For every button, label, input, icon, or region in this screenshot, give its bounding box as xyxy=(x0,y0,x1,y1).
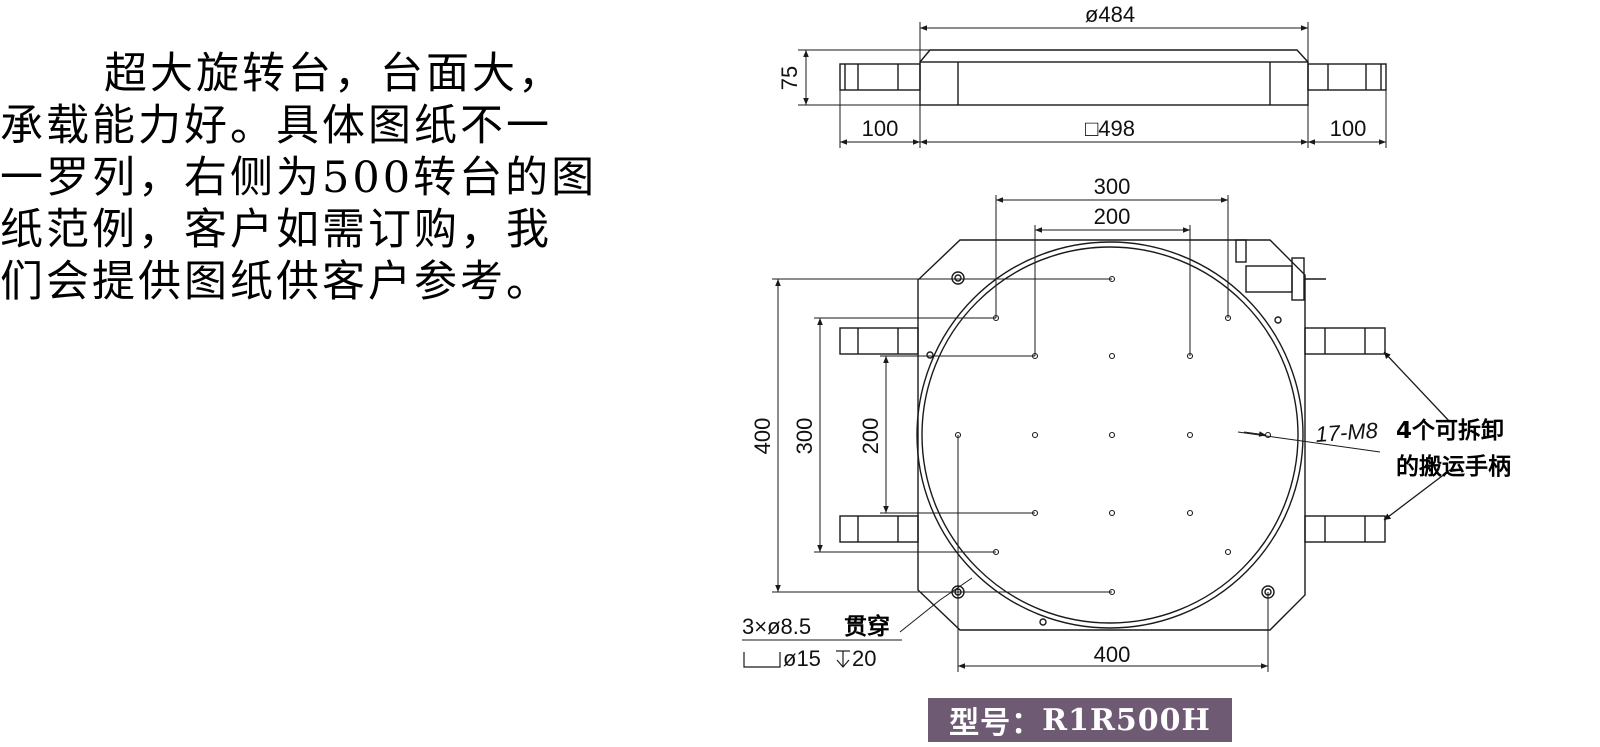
side-handle-left xyxy=(839,63,921,91)
side-handle-right xyxy=(1307,63,1387,91)
plan-view xyxy=(742,195,1451,672)
dim-text-200-left: 200 xyxy=(858,418,883,455)
tapped-holes-label: 17-M8 xyxy=(1315,418,1380,447)
dim-text-300-left: 300 xyxy=(792,418,817,455)
handles-note-line2: 的搬运手柄 xyxy=(1396,453,1511,480)
intro-line-3: 一罗列，右侧为500转台的图 xyxy=(0,153,598,203)
side-top-plate xyxy=(919,49,1309,63)
through-label: 贯穿 xyxy=(844,613,890,640)
dim-text-75: 75 xyxy=(777,66,802,90)
table-circle-outer xyxy=(916,241,1304,629)
dim-text-200-top: 200 xyxy=(1094,204,1131,229)
through-holes-label: 3×ø8.5 xyxy=(742,614,811,639)
base-hole-small xyxy=(926,351,934,359)
dim-text-498: □498 xyxy=(1085,116,1135,141)
tapped-holes xyxy=(954,275,1272,596)
handles-note-line1: 4个可拆卸 xyxy=(1396,417,1504,444)
dim-text-484: ø484 xyxy=(1085,2,1135,27)
intro-line-1: 超大旋转台，台面大， xyxy=(104,49,564,99)
table-circle-inner xyxy=(921,246,1299,624)
motor-shaft xyxy=(1235,239,1326,301)
base-hole-small xyxy=(1039,618,1047,626)
counterbore-dia-label: ø15 xyxy=(783,646,821,671)
dim-text-100-left: 100 xyxy=(862,116,899,141)
base-hole xyxy=(951,271,965,285)
model-badge: 型号： R1R500H xyxy=(928,698,1232,742)
depth-symbol xyxy=(836,650,850,668)
leader-through-holes xyxy=(899,577,973,633)
leader-handle-top xyxy=(1383,351,1451,423)
intro-line-2: 承载能力好。具体图纸不一 xyxy=(0,101,552,151)
leader-handle-bottom xyxy=(1383,469,1451,521)
side-view xyxy=(798,22,1387,148)
dim-text-400-bottom: 400 xyxy=(1094,642,1131,667)
counterbore-symbol xyxy=(743,652,781,668)
plan-handle-left-top xyxy=(839,327,919,355)
model-label: 型号： xyxy=(949,706,1043,741)
plan-handle-left-bottom xyxy=(839,515,919,543)
side-body xyxy=(919,61,1309,106)
dim-text-300-top: 300 xyxy=(1094,174,1131,199)
counterbore-depth-label: 20 xyxy=(852,646,876,671)
intro-line-4: 纸范例，客户如需订购，我 xyxy=(0,205,552,255)
intro-paragraph: 超大旋转台，台面大， 承载能力好。具体图纸不一 一罗列，右侧为500转台的图 纸… xyxy=(0,48,720,308)
intro-line-5: 们会提供图纸供客户参考。 xyxy=(0,257,552,307)
plan-handle-right-top xyxy=(1304,327,1386,355)
plan-handle-right-bottom xyxy=(1304,515,1386,543)
base-hole-small xyxy=(1274,316,1282,324)
model-value: R1R500H xyxy=(1042,702,1211,738)
base-outline xyxy=(917,239,1306,631)
dim-text-100-right: 100 xyxy=(1330,116,1367,141)
dim-text-400-left: 400 xyxy=(750,418,775,455)
